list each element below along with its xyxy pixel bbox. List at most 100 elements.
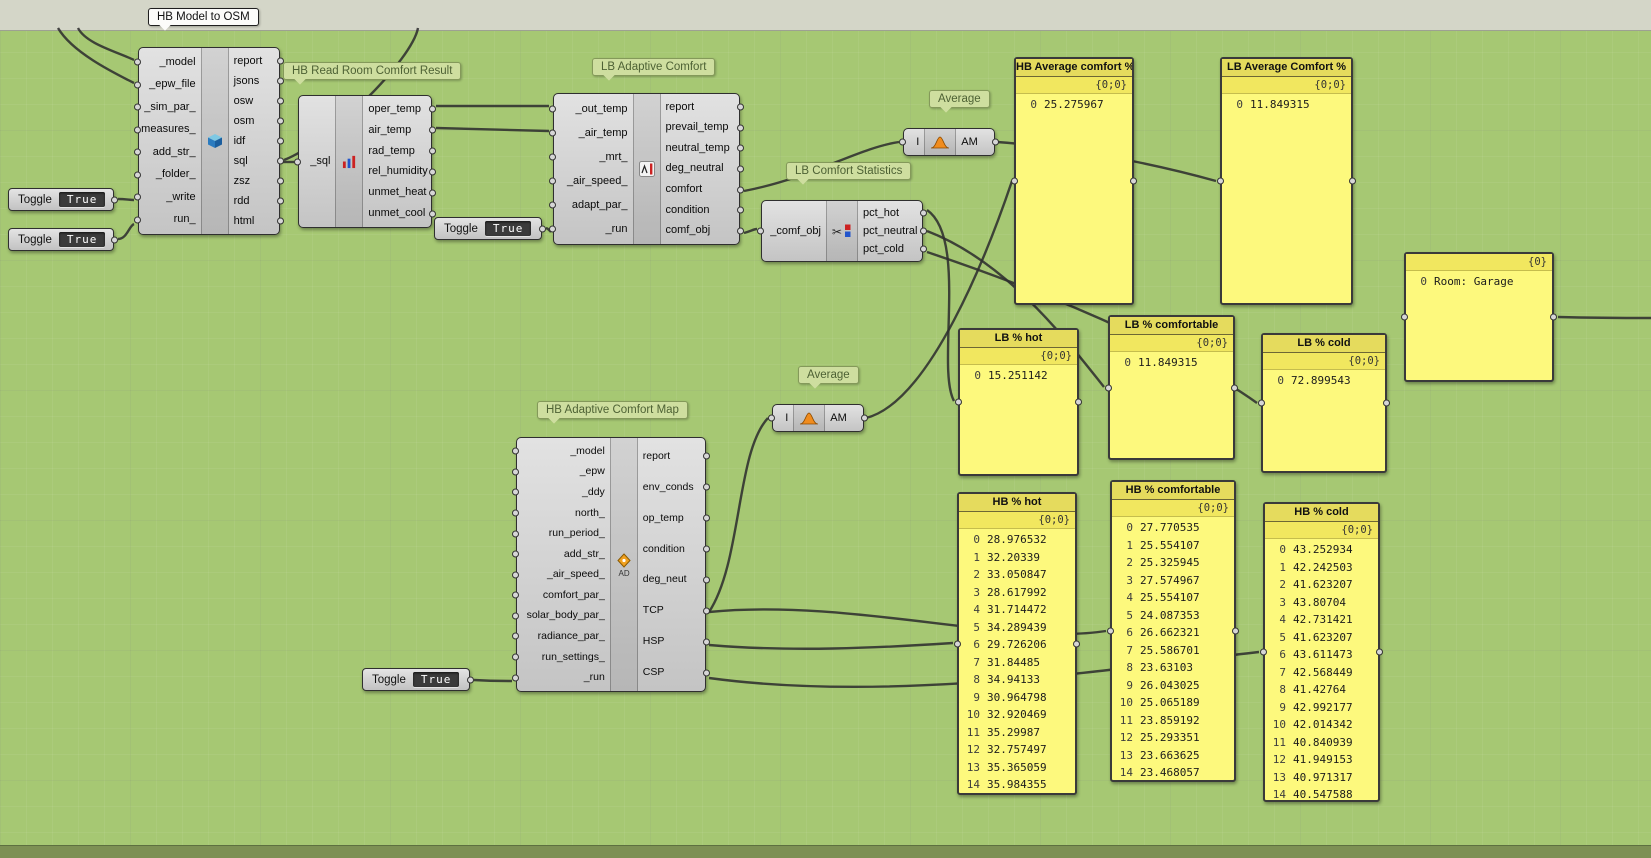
toggle-value[interactable]: True: [485, 221, 532, 236]
port-nub[interactable]: [1011, 178, 1018, 185]
port-nub[interactable]: [134, 216, 141, 223]
port-nub[interactable]: [429, 210, 436, 217]
component-average-1[interactable]: I AM: [903, 128, 995, 156]
output-port[interactable]: oper_temp: [363, 103, 431, 116]
port-nub[interactable]: [899, 139, 906, 146]
input-port[interactable]: _ddy: [517, 486, 610, 499]
output-port[interactable]: unmet_heat: [363, 186, 431, 199]
port-nub[interactable]: [737, 104, 744, 111]
output-port[interactable]: rdd: [229, 195, 279, 208]
panel-room-name[interactable]: {0} 0Room: Garage: [1404, 252, 1554, 382]
port-nub[interactable]: [920, 210, 927, 217]
port-nub[interactable]: [277, 198, 284, 205]
port-nub[interactable]: [549, 202, 556, 209]
wire[interactable]: [118, 199, 134, 200]
output-port[interactable]: pct_neutral: [858, 225, 922, 238]
port-nub[interactable]: [703, 638, 710, 645]
output-port[interactable]: jsons: [229, 75, 279, 88]
port-nub[interactable]: [277, 218, 284, 225]
port-nub[interactable]: [1258, 400, 1265, 407]
output-port[interactable]: air_temp: [363, 124, 431, 137]
input-port[interactable]: _model: [517, 445, 610, 458]
wire[interactable]: [474, 680, 512, 681]
port-nub[interactable]: [1383, 400, 1390, 407]
port-nub[interactable]: [512, 654, 519, 661]
port-nub[interactable]: [703, 546, 710, 553]
port-nub[interactable]: [429, 168, 436, 175]
output-port[interactable]: deg_neut: [638, 573, 705, 586]
input-port[interactable]: I: [773, 412, 793, 425]
port-nub[interactable]: [111, 236, 118, 243]
port-nub[interactable]: [1231, 384, 1238, 391]
port-nub[interactable]: [1075, 399, 1082, 406]
port-nub[interactable]: [955, 399, 962, 406]
panel-lb-pct-hot[interactable]: LB % hot {0;0} 015.251142: [958, 328, 1079, 476]
port-nub[interactable]: [703, 484, 710, 491]
output-port[interactable]: rel_humidity: [363, 165, 431, 178]
output-port[interactable]: rad_temp: [363, 145, 431, 158]
port-nub[interactable]: [737, 227, 744, 234]
group-label-lb-comfort-statistics[interactable]: LB Comfort Statistics: [786, 162, 911, 180]
port-nub[interactable]: [512, 674, 519, 681]
boolean-toggle-4[interactable]: Toggle True: [362, 668, 470, 691]
port-nub[interactable]: [134, 59, 141, 66]
port-nub[interactable]: [703, 607, 710, 614]
wire[interactable]: [436, 128, 549, 131]
port-nub[interactable]: [861, 415, 868, 422]
boolean-toggle-1[interactable]: Toggle True: [8, 188, 114, 211]
panel-lb-average-comfort[interactable]: LB Average Comfort % {0;0} 011.849315: [1220, 57, 1353, 305]
input-port[interactable]: _folder_: [139, 168, 201, 181]
port-nub[interactable]: [467, 676, 474, 683]
group-label-hb-adaptive-comfort-map[interactable]: HB Adaptive Comfort Map: [537, 401, 688, 419]
port-nub[interactable]: [134, 126, 141, 133]
output-port[interactable]: idf: [229, 135, 279, 148]
component-lb-adaptive-comfort[interactable]: _out_temp_air_temp_mrt__air_speed_adapt_…: [553, 93, 740, 245]
port-nub[interactable]: [512, 612, 519, 619]
output-port[interactable]: CSP: [638, 666, 705, 679]
input-port[interactable]: comfort_par_: [517, 589, 610, 602]
input-port[interactable]: _air_speed_: [517, 568, 610, 581]
port-nub[interactable]: [549, 178, 556, 185]
input-port[interactable]: run_settings_: [517, 651, 610, 664]
input-port[interactable]: _sim_par_: [139, 101, 201, 114]
input-port[interactable]: adapt_par_: [554, 199, 633, 212]
port-nub[interactable]: [111, 196, 118, 203]
port-nub[interactable]: [737, 186, 744, 193]
port-nub[interactable]: [1376, 649, 1383, 656]
port-nub[interactable]: [1073, 640, 1080, 647]
input-port[interactable]: I: [904, 136, 924, 149]
wire[interactable]: [744, 229, 757, 233]
panel-lb-pct-comfortable[interactable]: LB % comfortable {0;0} 011.849315: [1108, 315, 1235, 460]
input-port[interactable]: add_str_: [139, 146, 201, 159]
group-label-hb-read-room[interactable]: HB Read Room Comfort Result: [283, 62, 461, 80]
output-port[interactable]: pct_cold: [858, 243, 922, 256]
group-label-average-2[interactable]: Average: [798, 366, 859, 384]
port-nub[interactable]: [737, 207, 744, 214]
port-nub[interactable]: [134, 149, 141, 156]
output-port[interactable]: op_temp: [638, 512, 705, 525]
input-port[interactable]: _comf_obj: [762, 225, 826, 238]
port-nub[interactable]: [512, 571, 519, 578]
output-port[interactable]: condition: [661, 204, 740, 217]
panel-hb-pct-comfortable[interactable]: HB % comfortable {0;0} 027.770535125.554…: [1110, 480, 1236, 782]
port-nub[interactable]: [1107, 628, 1114, 635]
input-port[interactable]: _run: [554, 223, 633, 236]
port-nub[interactable]: [277, 138, 284, 145]
output-port[interactable]: AM: [825, 412, 863, 425]
input-port[interactable]: _epw: [517, 465, 610, 478]
output-port[interactable]: env_conds: [638, 481, 705, 494]
port-nub[interactable]: [429, 127, 436, 134]
input-port[interactable]: _air_temp: [554, 127, 633, 140]
output-port[interactable]: comf_obj: [661, 224, 740, 237]
port-nub[interactable]: [768, 415, 775, 422]
component-average-2[interactable]: I AM: [772, 404, 864, 432]
port-nub[interactable]: [1105, 384, 1112, 391]
input-port[interactable]: run_: [139, 213, 201, 226]
wire[interactable]: [709, 643, 953, 649]
port-nub[interactable]: [1401, 314, 1408, 321]
panel-hb-average-comfort[interactable]: HB Average comfort % {0;0} 025.275967: [1014, 57, 1134, 305]
port-nub[interactable]: [703, 669, 710, 676]
output-port[interactable]: AM: [956, 136, 994, 149]
output-port[interactable]: unmet_cool: [363, 207, 431, 220]
